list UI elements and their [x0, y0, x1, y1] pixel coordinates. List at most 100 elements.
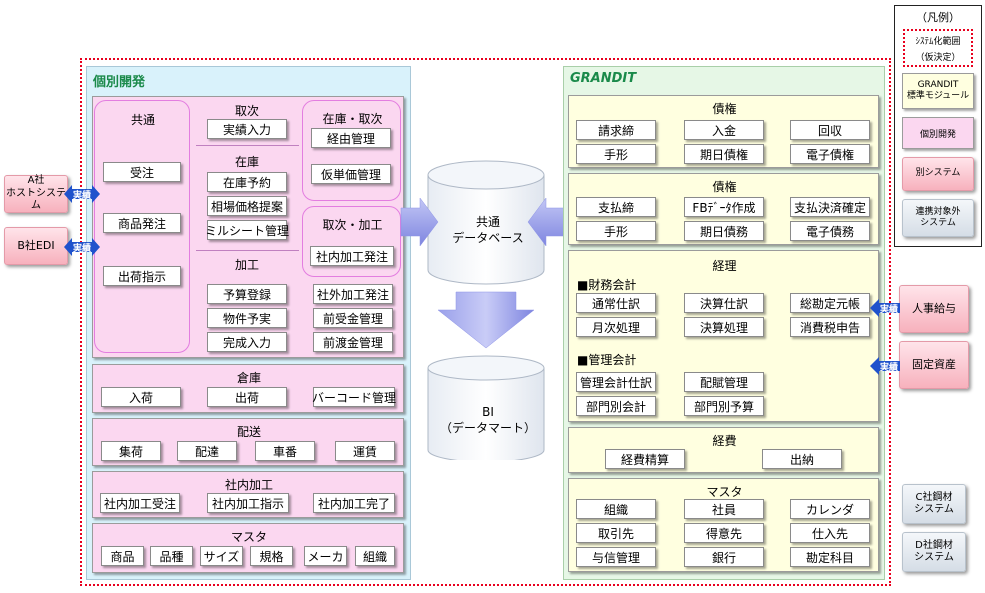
delivery-button[interactable]: 配達: [177, 441, 237, 461]
warehouse-title: 倉庫: [236, 371, 261, 385]
due-receivable-button[interactable]: 期日債権: [684, 144, 764, 164]
legend-system-scope-line2: （仮決定）: [915, 53, 961, 63]
barcode-button[interactable]: バーコード管理: [312, 387, 396, 407]
zaiko-torihiki-title: 在庫・取次: [322, 112, 383, 126]
business-partner-button[interactable]: 取引先: [576, 523, 656, 543]
arrow-b-edi-label: 実績: [72, 243, 91, 254]
fb-data-button[interactable]: FBﾃﾞｰﾀ作成: [684, 197, 764, 217]
bill-payable-button[interactable]: 手形: [576, 221, 656, 241]
provisional-price-button[interactable]: 仮単価管理: [311, 164, 391, 184]
legend-system-scope: ｼｽﾃﾑ化範囲 （仮決定）: [903, 29, 973, 67]
arrow-hr-label: 実績: [879, 304, 898, 315]
credit-management-button[interactable]: 与信管理: [576, 547, 656, 567]
account-title-button[interactable]: 勘定科目: [790, 547, 870, 567]
cash-button[interactable]: 出納: [762, 449, 842, 469]
dept-accounting-button[interactable]: 部門別会計: [576, 396, 656, 416]
customer-master-button[interactable]: 得意先: [684, 523, 764, 543]
stock-reservation-button[interactable]: 在庫予約: [207, 172, 287, 192]
torihiki-kako-title: 取次・加工: [322, 218, 383, 232]
product-master-button[interactable]: 商品: [101, 546, 144, 566]
supplier-master-button[interactable]: 仕入先: [790, 523, 870, 543]
mgmt-journal-button[interactable]: 管理会計仕訳: [576, 372, 656, 392]
payment-received-button[interactable]: 入金: [684, 120, 764, 140]
variety-master-button[interactable]: 品種: [150, 546, 193, 566]
legend-system-scope-line1: ｼｽﾃﾑ化範囲: [915, 37, 961, 47]
internal-processing-title: 社内加工: [224, 478, 273, 492]
custom-dev-title: 個別開発: [93, 75, 146, 90]
system-scope-border: [80, 58, 891, 586]
arrow-left-to-db: [400, 197, 439, 247]
arrow-fixed-asset: [870, 357, 900, 375]
arrow-fixed-asset-label: 実績: [879, 362, 898, 373]
via-management-button[interactable]: 経由管理: [311, 128, 391, 148]
receiving-button[interactable]: 入荷: [101, 387, 181, 407]
completion-input-button[interactable]: 完成入力: [207, 332, 287, 352]
e-payable-button[interactable]: 電子債務: [790, 221, 870, 241]
closing-process-button[interactable]: 決算処理: [684, 317, 764, 337]
advance-paid-button[interactable]: 前渡金管理: [313, 332, 393, 352]
zaiko-title: 在庫: [234, 155, 259, 169]
due-payable-button[interactable]: 期日債務: [684, 221, 764, 241]
legend-other-system: 別システム: [902, 157, 974, 191]
left-master-section: マスタ: [92, 523, 404, 573]
pickup-button[interactable]: 集荷: [101, 441, 161, 461]
delivery-title: 配送: [236, 425, 261, 439]
organization-master-button-left[interactable]: 組織: [355, 546, 395, 566]
accounting-title: 経理: [712, 259, 737, 273]
left-master-title: マスタ: [230, 530, 267, 544]
purchase-order-button[interactable]: 商品発注: [103, 213, 181, 233]
shipping-button[interactable]: 出荷: [207, 387, 287, 407]
legend: （凡例） ｼｽﾃﾑ化範囲 （仮決定） GRANDIT 標準モジュール 個別開発 …: [894, 5, 982, 247]
market-price-button[interactable]: 相場価格提案: [207, 196, 287, 216]
legend-grandit-std: GRANDIT 標準モジュール: [902, 73, 974, 109]
collection-button[interactable]: 回収: [790, 120, 870, 140]
calendar-master-button[interactable]: カレンダ: [790, 499, 870, 519]
torihiki-title: 取次: [234, 104, 259, 118]
common-db-cylinder: [427, 160, 545, 285]
torihiki-kako-box: 取次・加工: [302, 206, 401, 277]
arrow-db-to-bi: [437, 291, 535, 349]
billing-close-button[interactable]: 請求締: [576, 120, 656, 140]
normal-journal-button[interactable]: 通常仕訳: [576, 293, 656, 313]
internal-instruction-button[interactable]: 社内加工指示: [207, 493, 289, 513]
size-master-button[interactable]: サイズ: [200, 546, 243, 566]
vehicle-number-button[interactable]: 車番: [255, 441, 315, 461]
maker-master-button[interactable]: メーカ: [304, 546, 347, 566]
financial-accounting-title: ■財務会計: [577, 278, 637, 292]
internal-processing-order-button[interactable]: 社内加工発注: [310, 246, 394, 266]
bill-receivable-button[interactable]: 手形: [576, 144, 656, 164]
bank-master-button[interactable]: 銀行: [684, 547, 764, 567]
general-ledger-button[interactable]: 総勘定元帳: [790, 293, 870, 313]
external-processing-order-button[interactable]: 社外加工発注: [313, 284, 393, 304]
spec-master-button[interactable]: 規格: [250, 546, 293, 566]
budget-register-button[interactable]: 予算登録: [207, 284, 287, 304]
arrow-b-edi: [64, 238, 100, 256]
internal-complete-button[interactable]: 社内加工完了: [313, 493, 395, 513]
d-steel-system: D社鋼材 システム: [902, 532, 966, 572]
employee-master-button[interactable]: 社員: [684, 499, 764, 519]
freight-button[interactable]: 運賃: [335, 441, 395, 461]
order-button[interactable]: 受注: [103, 162, 181, 182]
common-db-label: 共通 データベース: [452, 215, 524, 245]
actual-input-button[interactable]: 実績入力: [207, 119, 287, 139]
consumption-tax-button[interactable]: 消費税申告: [790, 317, 870, 337]
payment-close-button[interactable]: 支払締: [576, 197, 656, 217]
legend-custom-dev: 個別開発: [902, 117, 974, 149]
dept-budget-button[interactable]: 部門別予算: [684, 396, 764, 416]
project-plan-actual-button[interactable]: 物件予実: [207, 308, 287, 328]
monthly-process-button[interactable]: 月次処理: [576, 317, 656, 337]
internal-order-button[interactable]: 社内加工受注: [100, 493, 180, 513]
center-graphics: [400, 160, 566, 460]
payment-settle-button[interactable]: 支払決済確定: [790, 197, 870, 217]
arrow-hr: [870, 299, 900, 317]
fixed-asset-system: 固定資産: [899, 341, 969, 389]
shipping-instruction-button[interactable]: 出荷指示: [103, 266, 181, 286]
common-title: 共通: [130, 113, 155, 127]
mill-sheet-button[interactable]: ミルシート管理: [205, 220, 289, 240]
organization-master-button[interactable]: 組織: [576, 499, 656, 519]
expense-settle-button[interactable]: 経費精算: [605, 449, 685, 469]
allocation-button[interactable]: 配賦管理: [684, 372, 764, 392]
advance-received-button[interactable]: 前受金管理: [313, 308, 393, 328]
closing-journal-button[interactable]: 決算仕訳: [684, 293, 764, 313]
e-receivable-button[interactable]: 電子債権: [790, 144, 870, 164]
